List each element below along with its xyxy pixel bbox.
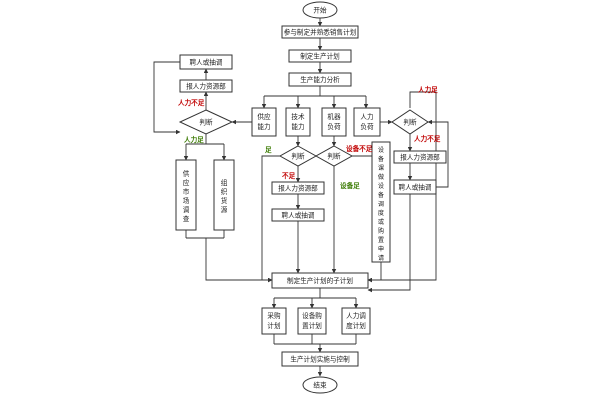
svg-text:判断: 判断 bbox=[403, 118, 417, 127]
equipment-purchase-plan-box: 设备购 置计划 bbox=[297, 307, 327, 335]
svg-text:聘人或抽调: 聘人或抽调 bbox=[190, 58, 223, 67]
svg-text:采购: 采购 bbox=[267, 311, 281, 320]
svg-text:织: 织 bbox=[221, 187, 228, 196]
edge-label-left-insufficient: 人力不足 bbox=[178, 98, 205, 107]
svg-text:聘人或抽调: 聘人或抽调 bbox=[282, 211, 315, 220]
svg-text:备: 备 bbox=[378, 155, 385, 163]
svg-text:机器: 机器 bbox=[327, 112, 341, 121]
tech-capacity-box: 技术 能力 bbox=[285, 107, 311, 137]
edge-label-mid-sufficient: 足 bbox=[265, 146, 272, 154]
svg-text:制定生产计划: 制定生产计划 bbox=[300, 52, 340, 61]
svg-text:度计划: 度计划 bbox=[346, 321, 366, 330]
edge-label-right-sufficient: 人力足 bbox=[418, 85, 438, 94]
svg-text:市: 市 bbox=[183, 187, 190, 196]
edge-label-mid-insufficient: 不足 bbox=[282, 172, 296, 180]
svg-text:组: 组 bbox=[221, 178, 228, 187]
svg-text:人力调: 人力调 bbox=[346, 311, 366, 320]
svg-text:人力: 人力 bbox=[360, 112, 373, 121]
edge-label-equip-insufficient: 设备不足 bbox=[346, 144, 373, 153]
svg-text:能力: 能力 bbox=[291, 122, 304, 131]
svg-text:供: 供 bbox=[183, 169, 190, 178]
make-production-plan-box: 制定生产计划 bbox=[288, 49, 352, 63]
svg-text:货: 货 bbox=[221, 196, 228, 205]
end-node: 结束 bbox=[302, 376, 338, 394]
organize-supply-box: 组 织 货 源 bbox=[213, 159, 235, 231]
capacity-analysis-box: 生产能力分析 bbox=[288, 72, 352, 87]
svg-text:判断: 判断 bbox=[199, 118, 213, 127]
svg-text:场: 场 bbox=[183, 196, 190, 205]
svg-text:制定生产计划的子计划: 制定生产计划的子计划 bbox=[287, 276, 353, 285]
hire-or-transfer-box-right: 聘人或抽调 bbox=[393, 179, 437, 195]
participate-sales-plan-box: 参与制定并熟悉销售计划 bbox=[281, 25, 359, 39]
hire-or-transfer-box-left: 聘人或抽调 bbox=[179, 54, 233, 70]
svg-text:设: 设 bbox=[378, 146, 384, 154]
svg-text:查: 查 bbox=[183, 214, 190, 223]
svg-text:开始: 开始 bbox=[313, 6, 327, 15]
svg-text:判断: 判断 bbox=[327, 152, 341, 161]
judge-diamond-mid-machine: 判断 bbox=[314, 145, 354, 167]
svg-text:请: 请 bbox=[378, 254, 384, 262]
purchase-plan-box: 采购 计划 bbox=[261, 307, 287, 335]
equipment-request-box: 设 备 课 做 设 备 调 度 或 购 置 申 请 bbox=[371, 141, 391, 263]
edge-label-equip-sufficient: 设备足 bbox=[340, 181, 360, 190]
svg-text:能力: 能力 bbox=[257, 122, 270, 131]
svg-text:购: 购 bbox=[378, 227, 384, 235]
svg-text:结束: 结束 bbox=[313, 381, 327, 390]
connectors bbox=[153, 18, 449, 377]
judge-diamond-left: 判断 bbox=[178, 109, 234, 135]
svg-text:生产计划实施与控制: 生产计划实施与控制 bbox=[290, 355, 350, 364]
svg-text:做: 做 bbox=[378, 173, 384, 181]
svg-text:负荷: 负荷 bbox=[360, 122, 374, 131]
judge-diamond-mid-tech: 判断 bbox=[278, 145, 318, 167]
svg-text:度: 度 bbox=[378, 209, 384, 217]
manpower-plan-box: 人力调 度计划 bbox=[341, 307, 371, 335]
edge-label-right-insufficient: 人力不足 bbox=[414, 134, 441, 143]
svg-text:源: 源 bbox=[221, 205, 228, 214]
svg-text:申: 申 bbox=[378, 245, 384, 253]
svg-text:判断: 判断 bbox=[291, 152, 305, 161]
svg-text:生产能力分析: 生产能力分析 bbox=[300, 75, 340, 84]
report-hr-box-left: 报人力资源部 bbox=[179, 79, 233, 93]
svg-text:负荷: 负荷 bbox=[327, 122, 341, 131]
svg-text:置计划: 置计划 bbox=[302, 321, 322, 330]
svg-text:或: 或 bbox=[378, 218, 384, 226]
svg-text:应: 应 bbox=[183, 178, 190, 187]
sub-plan-box: 制定生产计划的子计划 bbox=[271, 272, 369, 289]
svg-text:聘人或抽调: 聘人或抽调 bbox=[399, 183, 432, 192]
svg-text:报人力资源部: 报人力资源部 bbox=[278, 184, 318, 193]
svg-text:供应: 供应 bbox=[257, 112, 271, 121]
machine-load-box: 机器 负荷 bbox=[321, 107, 347, 137]
report-hr-box-right: 报人力资源部 bbox=[393, 150, 447, 164]
implement-control-box: 生产计划实施与控制 bbox=[281, 351, 359, 367]
svg-text:调: 调 bbox=[378, 200, 384, 208]
svg-text:参与制定并熟悉销售计划: 参与制定并熟悉销售计划 bbox=[284, 28, 357, 37]
svg-text:课: 课 bbox=[378, 164, 385, 172]
svg-text:计划: 计划 bbox=[267, 321, 281, 330]
report-hr-box-mid: 报人力资源部 bbox=[271, 181, 325, 195]
edge-label-left-sufficient: 人力足 bbox=[184, 135, 204, 144]
manpower-load-box: 人力 负荷 bbox=[353, 107, 381, 137]
svg-text:报人力资源部: 报人力资源部 bbox=[400, 153, 440, 162]
svg-text:报人力资源部: 报人力资源部 bbox=[186, 82, 226, 91]
judge-diamond-right: 判断 bbox=[391, 109, 429, 135]
start-node: 开始 bbox=[302, 1, 338, 19]
svg-text:设备购: 设备购 bbox=[302, 311, 322, 320]
svg-text:调: 调 bbox=[183, 205, 190, 214]
svg-text:技术: 技术 bbox=[291, 112, 305, 121]
svg-text:备: 备 bbox=[378, 191, 385, 199]
supply-market-survey-box: 供 应 市 场 调 查 bbox=[175, 159, 197, 231]
hire-or-transfer-box-mid: 聘人或抽调 bbox=[271, 208, 325, 222]
supply-capacity-box: 供应 能力 bbox=[251, 107, 277, 137]
svg-text:设: 设 bbox=[378, 182, 384, 190]
svg-text:置: 置 bbox=[378, 237, 384, 244]
